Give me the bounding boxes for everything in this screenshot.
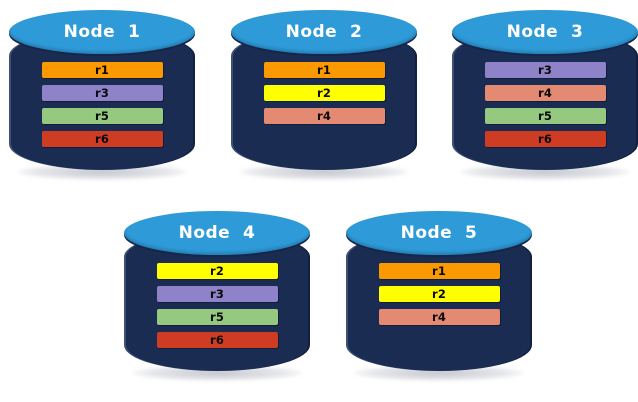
node-title: Node 3: [506, 22, 584, 42]
replica-bar[interactable]: r2: [156, 263, 278, 279]
replica-bar[interactable]: r5: [484, 108, 606, 124]
replica-bar[interactable]: r3: [484, 62, 606, 78]
node-title: Node 4: [178, 223, 256, 243]
cylinder-drop-shadow: [460, 164, 630, 180]
node-title: Node 2: [285, 22, 363, 42]
cylinder-top-ellipse-icon: [9, 10, 195, 54]
database-node-5[interactable]: Node 5 r1 r2 r4: [346, 211, 532, 383]
replica-bar[interactable]: r6: [156, 332, 278, 348]
replica-bar[interactable]: r1: [41, 62, 163, 78]
replica-bar[interactable]: r1: [378, 263, 500, 279]
replica-list: r1 r2 r4: [231, 62, 417, 124]
cylinder-drop-shadow: [17, 164, 187, 180]
database-node-4[interactable]: Node 4 r2 r3 r5 r6: [124, 211, 310, 383]
replica-list: r2 r3 r5 r6: [124, 263, 310, 348]
cylinder-top-ellipse-icon: [452, 10, 638, 54]
replica-bar[interactable]: r1: [263, 62, 385, 78]
node-title: Node 1: [63, 22, 141, 42]
replica-bar[interactable]: r6: [41, 131, 163, 147]
database-node-1[interactable]: Node 1 r1 r3 r5 r6: [9, 10, 195, 182]
cylinder-drop-shadow: [132, 365, 302, 381]
database-node-2[interactable]: Node 2 r1 r2 r4: [231, 10, 417, 182]
replica-list: r1 r2 r4: [346, 263, 532, 325]
cylinder-drop-shadow: [239, 164, 409, 180]
node-title: Node 5: [400, 223, 478, 243]
replica-list: r1 r3 r5 r6: [9, 62, 195, 147]
replica-bar[interactable]: r3: [156, 286, 278, 302]
database-node-3[interactable]: Node 3 r3 r4 r5 r6: [452, 10, 638, 182]
replica-bar[interactable]: r2: [378, 286, 500, 302]
cylinder-top-ellipse-icon: [124, 211, 310, 255]
replica-bar[interactable]: r4: [378, 309, 500, 325]
cylinder-drop-shadow: [354, 365, 524, 381]
cylinder-top-ellipse-icon: [231, 10, 417, 54]
replica-bar[interactable]: r3: [41, 85, 163, 101]
replica-list: r3 r4 r5 r6: [452, 62, 638, 147]
replica-bar[interactable]: r5: [156, 309, 278, 325]
replica-bar[interactable]: r4: [484, 85, 606, 101]
replica-bar[interactable]: r6: [484, 131, 606, 147]
replica-bar[interactable]: r2: [263, 85, 385, 101]
replica-bar[interactable]: r4: [263, 108, 385, 124]
replica-bar[interactable]: r5: [41, 108, 163, 124]
cylinder-top-ellipse-icon: [346, 211, 532, 255]
